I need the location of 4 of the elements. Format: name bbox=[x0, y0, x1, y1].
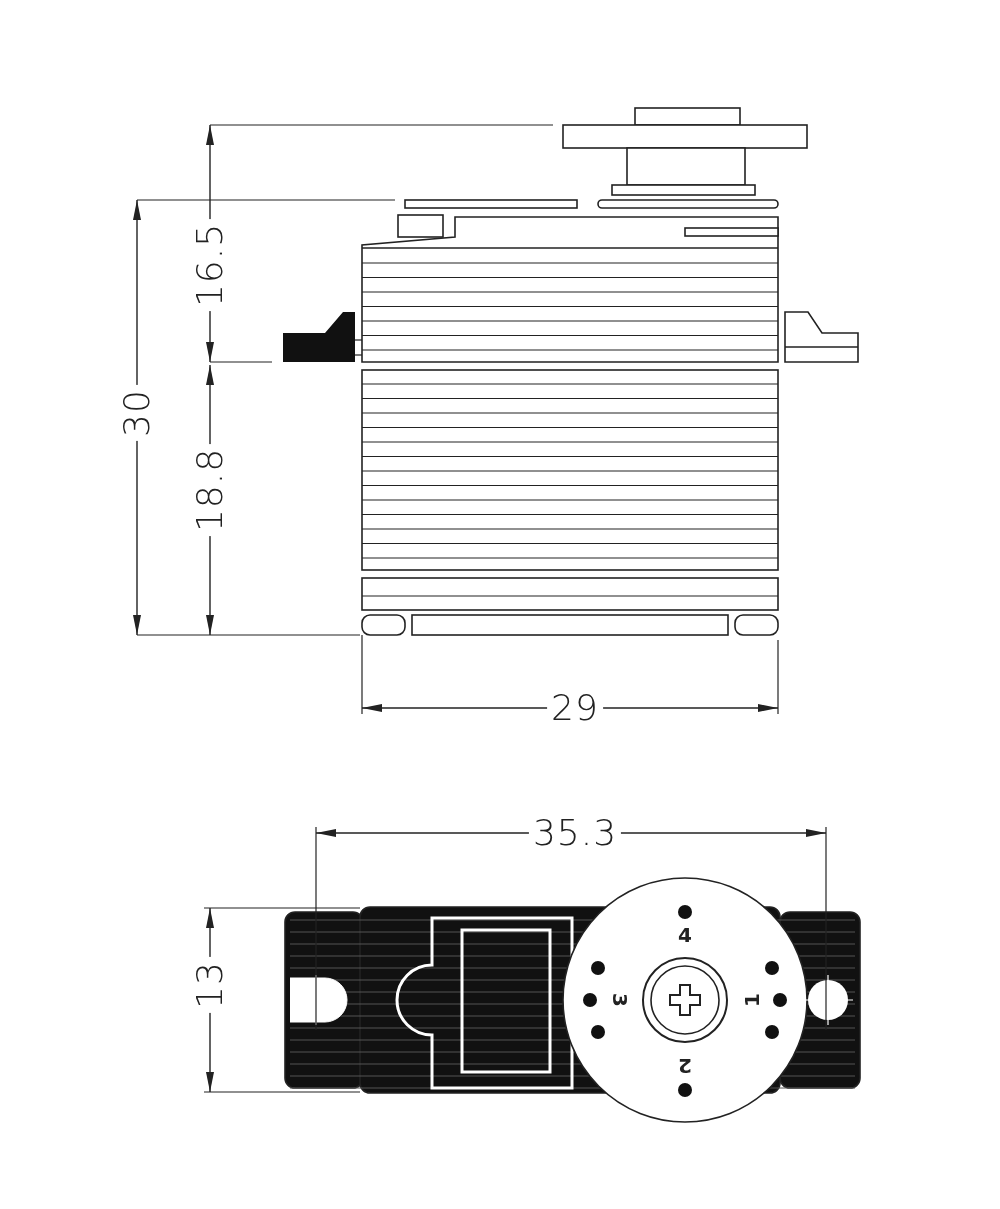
hole-number: 2 bbox=[678, 1056, 692, 1076]
hole-number: 3 bbox=[610, 993, 630, 1007]
hole-number: 1 bbox=[742, 993, 762, 1007]
hole-number: 4 bbox=[678, 925, 692, 945]
